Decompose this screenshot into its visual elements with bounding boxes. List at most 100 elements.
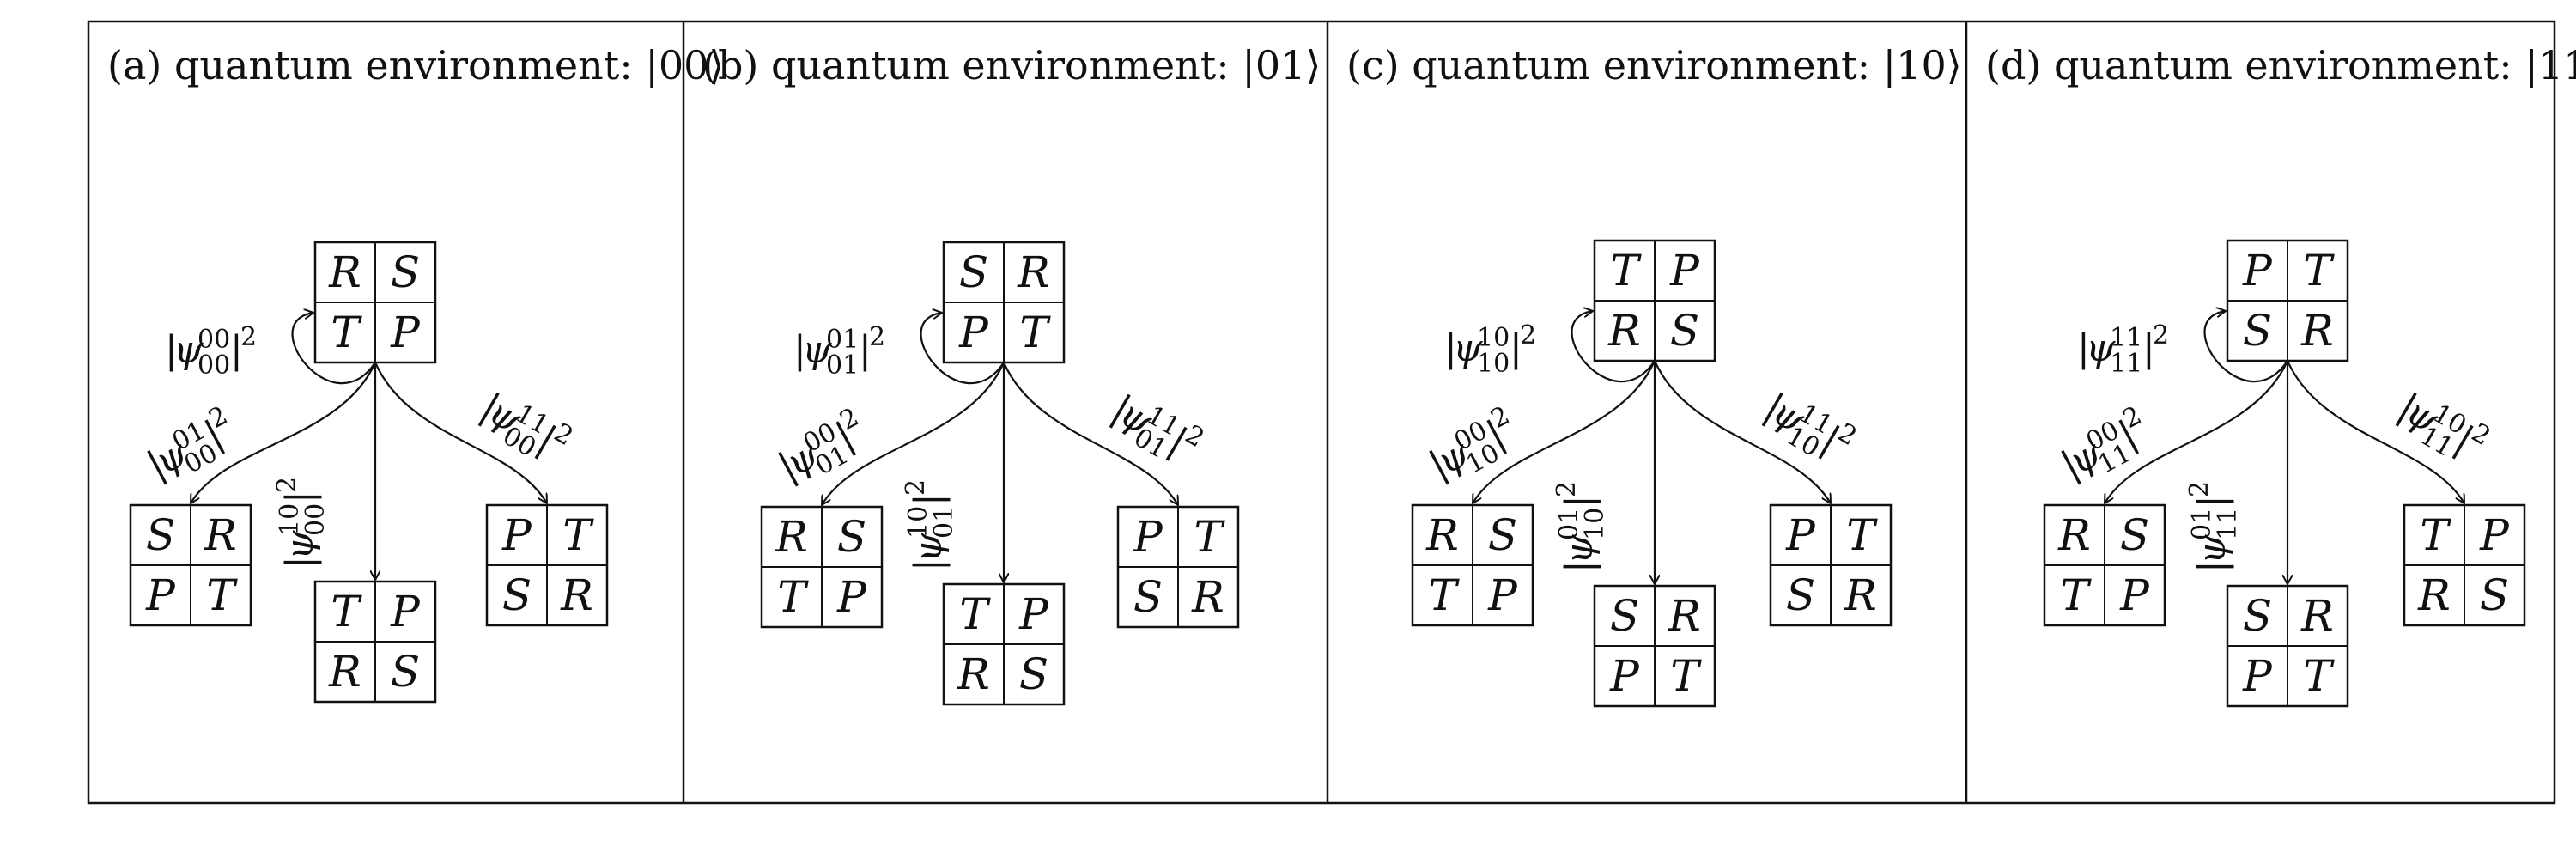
label-bar: |: [278, 490, 322, 503]
cell-letter: T: [331, 308, 362, 357]
cell-letter: S: [1488, 510, 1517, 560]
figure-frame: [87, 20, 2556, 805]
cell-letter: R: [1607, 306, 1641, 356]
cell-letter: S: [1786, 570, 1815, 620]
edge-self-loop: [291, 313, 376, 385]
label-index: 01: [826, 350, 859, 381]
cell-letter: P: [145, 570, 176, 620]
panel-title: (a) quantum environment: |00⟩: [107, 42, 724, 88]
label-bar: |: [1558, 560, 1601, 573]
cell-letter: P: [390, 308, 421, 357]
cell-letter: R: [328, 647, 361, 697]
cell-letter: P: [1669, 246, 1700, 295]
label-power: 2: [2184, 481, 2215, 497]
label-power: 2: [1552, 481, 1582, 497]
label-index: 11: [2110, 349, 2142, 379]
label-psi: ψ: [2086, 326, 2116, 370]
cell-letter: S: [502, 570, 532, 620]
label-index: 11: [2213, 508, 2243, 540]
cell-letter: P: [390, 587, 421, 637]
cell-letter: S: [391, 647, 420, 697]
edge-right: [1002, 362, 1178, 505]
cell-letter: S: [837, 512, 866, 562]
cell-letter: P: [2479, 510, 2510, 560]
label-state: 10: [275, 503, 305, 536]
cell-letter: T: [1670, 651, 1702, 701]
label-bar: |: [2142, 326, 2155, 370]
cell-letter: R: [560, 570, 593, 620]
cell-letter: S: [1670, 306, 1699, 356]
label-index: 10: [1477, 349, 1510, 379]
label-power: 2: [869, 322, 885, 352]
label-bar: |: [907, 558, 951, 571]
label-bar: |: [1510, 326, 1522, 370]
cell-letter: R: [1017, 247, 1050, 297]
label-power: 2: [272, 477, 302, 493]
cell-letter: S: [1610, 591, 1639, 641]
outer-border: [87, 20, 2556, 805]
cell-letter: T: [562, 510, 594, 560]
cell-letter: P: [958, 308, 989, 357]
label-state: 00: [197, 325, 230, 355]
cell-letter: S: [2480, 570, 2509, 620]
label-state: 01: [2187, 508, 2217, 540]
panel-title: (c) quantum environment: |10⟩: [1346, 42, 1962, 88]
cell-letter: P: [1018, 589, 1049, 639]
label-index: 00: [301, 503, 331, 536]
cell-letter: S: [1133, 572, 1163, 622]
label-index: 10: [1580, 508, 1610, 540]
edge-self-loop: [1571, 311, 1656, 383]
label-bar: |: [278, 556, 322, 569]
cell-letter: S: [1019, 649, 1048, 699]
label-power: 2: [901, 479, 931, 496]
cell-letter: S: [2243, 591, 2272, 641]
cell-letter: T: [2420, 510, 2451, 560]
edge-left: [1473, 360, 1656, 503]
panel-title: (d) quantum environment: |11⟩: [1985, 42, 2576, 88]
label-state: 10: [903, 506, 933, 539]
cell-letter: R: [2300, 306, 2334, 356]
label-psi: ψ: [173, 328, 204, 372]
cell-letter: P: [2242, 246, 2273, 295]
label-bar: |: [1444, 326, 1457, 370]
label-bar: |: [2077, 326, 2090, 370]
cell-letter: R: [1425, 510, 1459, 560]
label-state: 11: [2110, 323, 2142, 353]
cell-letter: P: [836, 572, 867, 622]
label-bar: |: [2190, 495, 2234, 508]
edge-left: [822, 362, 1005, 505]
cell-letter: R: [1668, 591, 1701, 641]
cell-letter: P: [1785, 510, 1816, 560]
label-state: 01: [1554, 508, 1584, 540]
cell-letter: T: [1846, 510, 1878, 560]
label-power: 2: [2153, 320, 2169, 350]
cell-letter: R: [957, 649, 990, 699]
label-bar: |: [2190, 560, 2234, 573]
edge-left: [2105, 360, 2289, 503]
cell-letter: R: [775, 512, 808, 562]
cell-letter: R: [1844, 570, 1877, 620]
cell-letter: T: [2303, 246, 2335, 295]
label-power: 2: [240, 322, 257, 352]
